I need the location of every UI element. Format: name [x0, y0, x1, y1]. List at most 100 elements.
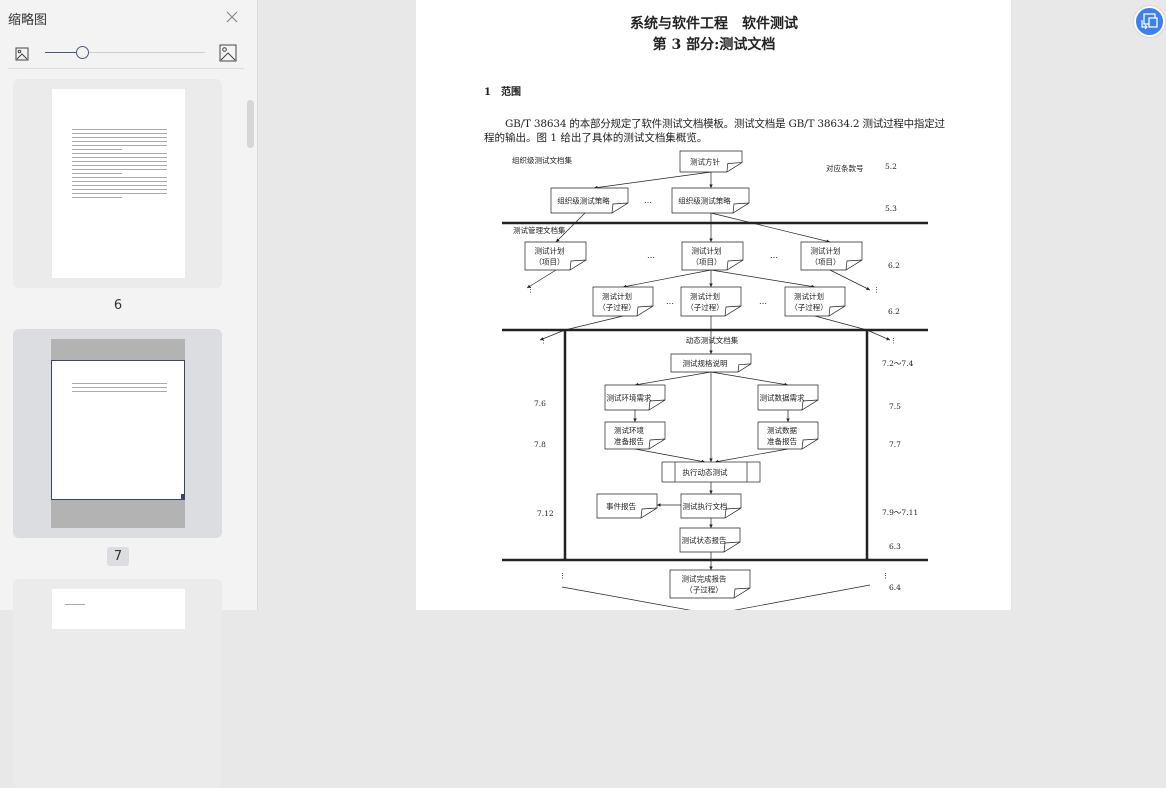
document-content: 系统与软件工程 软件测试 第 3 部分:测试文档 1 范围 GB/T 38634…	[484, 15, 946, 610]
thumbnail-text-line	[72, 157, 167, 158]
box-label: （项目）	[692, 258, 722, 267]
clause-number: 6.2	[888, 261, 900, 270]
group-label: 组织级测试文档集	[512, 155, 572, 165]
thumbnail-page-8[interactable]	[13, 579, 222, 788]
page-number-label-selected: 7	[107, 547, 129, 566]
continuation-mark: ⋮	[540, 337, 547, 345]
thumbnail-text-line	[72, 145, 167, 146]
clause-number: 7.5	[889, 402, 901, 411]
sync-to-thumbnail-button[interactable]	[1134, 6, 1165, 37]
thumbnail-text-line	[72, 169, 167, 170]
document-fold	[648, 438, 666, 450]
thumbnail-text-line	[72, 141, 167, 142]
sidebar-title: 缩略图	[8, 13, 48, 28]
connector-line	[593, 171, 712, 190]
ellipsis: …	[759, 297, 767, 306]
thumbnail-page-6[interactable]	[13, 79, 222, 288]
sidebar-scrollbar[interactable]	[247, 100, 254, 148]
thumbnail-text-line	[72, 153, 167, 154]
connector-line	[622, 269, 712, 289]
box-label: 测试计划	[602, 291, 632, 301]
clause-number: 7.9～7.11	[882, 508, 918, 517]
continuation-mark: ⋮	[873, 286, 880, 294]
continuation-mark: ⋮	[882, 572, 889, 580]
ellipsis: …	[770, 251, 778, 260]
connector-line	[710, 269, 816, 289]
thumbnail-sidebar: 缩略图 6 7	[0, 0, 258, 788]
section-heading: 1 范围	[484, 85, 521, 98]
connector-line	[829, 269, 871, 291]
box-label: 测试规格说明	[683, 358, 728, 368]
box-label: 测试数据	[767, 425, 797, 435]
thumbnail-text-line	[72, 391, 167, 392]
connector-line	[561, 586, 691, 610]
clause-number: 7.2～7.4	[882, 359, 914, 368]
clause-number: 7.12	[537, 509, 554, 518]
document-fold	[828, 305, 846, 317]
thumbnail-text-line	[72, 197, 122, 198]
ellipsis: …	[666, 297, 674, 306]
continuation-mark: ⋮	[527, 286, 534, 294]
box-label: 组织级测试策略	[678, 196, 731, 206]
document-fold	[733, 587, 751, 599]
box-label: 测试环境需求	[607, 393, 652, 403]
box-label: 测试状态报告	[682, 535, 727, 545]
thumbnail-text-line	[72, 133, 167, 134]
box-label: 测试方针	[690, 157, 720, 167]
divider	[8, 68, 244, 69]
document-fold	[723, 541, 741, 553]
thumbnail-size-slider[interactable]	[45, 46, 205, 60]
viewport-resize-handle[interactable]	[181, 494, 185, 499]
document-page: 系统与软件工程 软件测试 第 3 部分:测试文档 1 范围 GB/T 38634…	[416, 0, 1011, 610]
box-label: 测试计划	[692, 246, 722, 256]
ellipsis: …	[647, 251, 655, 260]
document-box	[671, 187, 750, 214]
document-fold	[732, 202, 750, 214]
connector-line	[866, 329, 891, 341]
clause-number: 5.2	[885, 162, 897, 171]
thumbnail-text-line	[72, 161, 167, 162]
clause-number: 7.7	[889, 440, 901, 449]
thumbnail-text-line	[72, 383, 167, 384]
slider-track	[45, 52, 205, 53]
box-label: （子过程）	[686, 302, 724, 312]
group-label: 动态测试文档集	[686, 335, 739, 345]
paragraph-line: GB/T 38634 的本部分规定了软件测试文档模板。测试文档是 GB/T 38…	[505, 117, 946, 130]
thumbnail-image	[52, 89, 185, 278]
document-fold	[640, 507, 658, 519]
document-fold	[569, 259, 587, 271]
page-number-label: 6	[113, 298, 123, 313]
box-label: 测试完成报告	[682, 574, 727, 584]
doc-title: 系统与软件工程 软件测试	[630, 15, 798, 32]
document-fold	[724, 305, 742, 317]
paragraph-line: 程的输出。图 1 给出了具体的测试文档集概览。	[484, 131, 707, 144]
thumbnail-page-7[interactable]	[13, 329, 222, 538]
box-label: （项目）	[535, 258, 565, 267]
slider-knob[interactable]	[75, 46, 89, 59]
document-fold	[724, 507, 742, 519]
clause-number: 6.2	[888, 307, 900, 316]
continuation-mark: ⋮	[559, 572, 566, 580]
large-image-icon[interactable]	[219, 44, 237, 66]
connector-line	[634, 371, 712, 387]
box-label: 执行动态测试	[683, 467, 728, 477]
document-fold	[801, 399, 819, 411]
thumbnail-text-line	[72, 185, 167, 186]
box-label: 测试执行文档	[683, 501, 728, 511]
thumbnail-text-line	[72, 165, 167, 166]
thumbnail-text-line	[72, 129, 167, 130]
box-label: （子过程）	[685, 585, 723, 595]
close-icon[interactable]	[224, 9, 240, 25]
document-fold	[801, 438, 819, 450]
viewport-indicator[interactable]	[51, 360, 185, 500]
connector-line	[634, 448, 706, 464]
thumbnail-text-line	[72, 181, 167, 182]
small-image-icon[interactable]	[15, 46, 29, 65]
connector-line	[710, 212, 831, 243]
doc-subtitle: 第 3 部分:测试文档	[653, 36, 776, 53]
thumbnail-text-line	[72, 189, 167, 190]
thumbnail-text-line	[72, 193, 167, 194]
sync-to-thumbnail-icon	[1141, 13, 1158, 30]
connector-line	[733, 584, 871, 610]
document-fold	[648, 399, 666, 411]
